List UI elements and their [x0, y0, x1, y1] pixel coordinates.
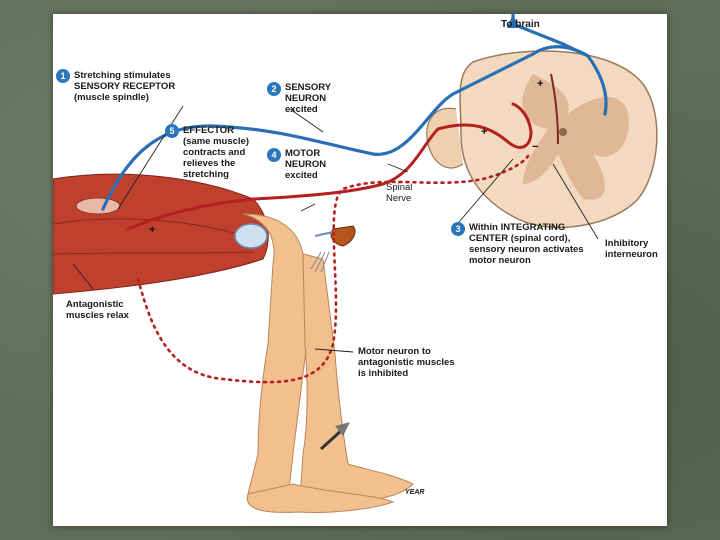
- inhibited-motor-neuron-path: [136, 154, 530, 384]
- step-5-line-4: relieves the: [183, 158, 236, 169]
- minus-sign: −: [532, 141, 539, 153]
- motor-inhib-line-1: Motor neuron to: [358, 346, 431, 357]
- leader-lines: [72, 105, 599, 353]
- step-2-line-2: NEURON: [285, 93, 327, 104]
- step-4-line-1: MOTOR: [285, 148, 321, 159]
- step-3-badge: 3: [451, 222, 465, 236]
- step-1-line-3: (muscle spindle): [74, 92, 149, 103]
- spinal-nerve-label: Spinal Nerve: [386, 182, 412, 204]
- to-brain-label: To brain: [501, 19, 540, 30]
- step-2-label: SENSORY NEURON excited: [285, 82, 331, 115]
- step-1-label: Stretching stimulates SENSORY RECEPTOR (…: [74, 70, 175, 103]
- antagonistic-muscles-label: Antagonistic muscles relax: [66, 299, 129, 321]
- step-2-line-3: excited: [285, 104, 318, 115]
- step-4-line-3: excited: [285, 170, 318, 181]
- step-3-line-4: motor neuron: [469, 255, 531, 266]
- plus-sign-top: +: [537, 78, 544, 90]
- motor-neuron-path: [126, 102, 533, 231]
- step-5-line-1: EFFECTOR: [183, 125, 235, 136]
- inhibitory-interneuron-path: [550, 73, 559, 145]
- step-3-line-2: CENTER (spinal cord),: [469, 233, 571, 244]
- step-1-line-1: Stretching stimulates: [74, 70, 171, 81]
- step-4-line-2: NEURON: [285, 159, 327, 170]
- motor-inhib-line-3: is inhibited: [358, 368, 409, 379]
- inhibitory-line-2: interneuron: [605, 249, 658, 260]
- step-1-badge: 1: [56, 69, 70, 83]
- step-2-line-1: SENSORY: [285, 82, 332, 93]
- plus-sign-left: +: [481, 126, 488, 138]
- artist-signature: YEAR: [405, 489, 425, 496]
- slide-canvas: 1 Stretching stimulates SENSORY RECEPTOR…: [53, 14, 667, 526]
- motor-inhibited-label: Motor neuron to antagonistic muscles is …: [358, 346, 455, 379]
- leg-illustration: [53, 173, 414, 513]
- step-5-line-3: contracts and: [183, 147, 246, 158]
- antagonistic-line-1: Antagonistic: [66, 299, 124, 310]
- step-3-line-1: Within INTEGRATING: [469, 222, 566, 233]
- step-5-label: EFFECTOR (same muscle) contracts and rel…: [183, 125, 249, 180]
- step-1-line-2: SENSORY RECEPTOR: [74, 81, 176, 92]
- step-2-badge: 2: [267, 82, 281, 96]
- step-5-line-5: stretching: [183, 169, 229, 180]
- spinal-nerve-line-2: Nerve: [386, 193, 412, 204]
- antagonistic-line-2: muscles relax: [66, 310, 129, 321]
- step-5-line-2: (same muscle): [183, 136, 250, 147]
- inhibitory-interneuron-label: Inhibitory interneuron: [605, 238, 658, 260]
- spinal-nerve-line-1: Spinal: [386, 182, 413, 193]
- step-3-line-3: sensory neuron activates: [469, 244, 584, 255]
- motor-inhib-line-2: antagonistic muscles: [358, 357, 455, 368]
- inhibitory-line-1: Inhibitory: [605, 238, 649, 249]
- step-3-label: Within INTEGRATING CENTER (spinal cord),…: [469, 222, 584, 266]
- plus-sign-muscle: +: [149, 224, 156, 236]
- step-5-badge: 5: [165, 124, 179, 138]
- reflex-arc-illustration: [53, 14, 658, 513]
- step-4-label: MOTOR NEURON excited: [285, 148, 326, 181]
- step-4-badge: 4: [267, 148, 281, 162]
